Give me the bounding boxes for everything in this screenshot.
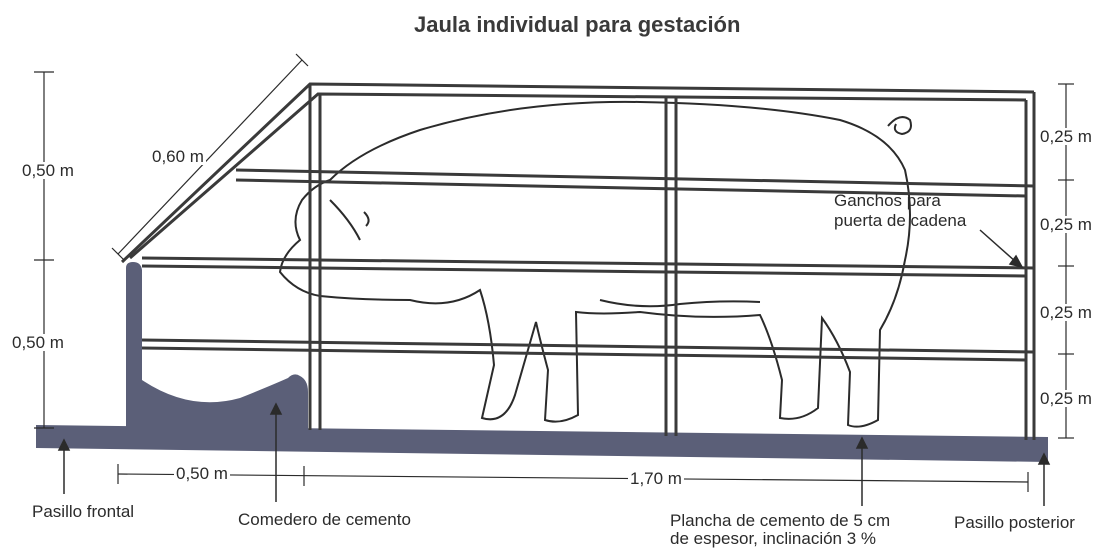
crate-frame	[120, 82, 1036, 440]
rear-row-dimension-1: 0,25 m	[1038, 127, 1094, 146]
slab-label-line-2: de espesor, inclinación 3 %	[670, 529, 877, 548]
cement-feeder	[126, 262, 308, 438]
rear-aisle-label: Pasillo posterior	[954, 513, 1075, 532]
rear-row-dimension-4: 0,25 m	[1038, 389, 1094, 408]
slab-label-line-1: Plancha de cemento de 5 cm	[670, 511, 891, 530]
front-lower-dimension: 0,50 m	[10, 333, 66, 352]
rear-row-dimension-3: 0,25 m	[1038, 303, 1094, 322]
feeder-label: Comedero de cemento	[238, 510, 411, 529]
front-aisle-label: Pasillo frontal	[32, 502, 135, 521]
feeder-length-dimension: 0,50 m	[174, 464, 230, 483]
diagonal-dimension: 0,60 m	[150, 147, 206, 166]
pointer-arrows	[57, 229, 1051, 506]
hooks-label-line-1: Ganchos para	[834, 191, 941, 210]
hooks-label-line-2: puerta de cadena	[834, 211, 967, 230]
sow-illustration	[278, 100, 912, 428]
front-upper-dimension: 0,50 m	[20, 161, 76, 180]
rear-row-dimension-2: 0,25 m	[1038, 215, 1094, 234]
total-length-dimension: 1,70 m	[628, 469, 684, 488]
page-title: Jaula individual para gestación	[414, 12, 741, 37]
